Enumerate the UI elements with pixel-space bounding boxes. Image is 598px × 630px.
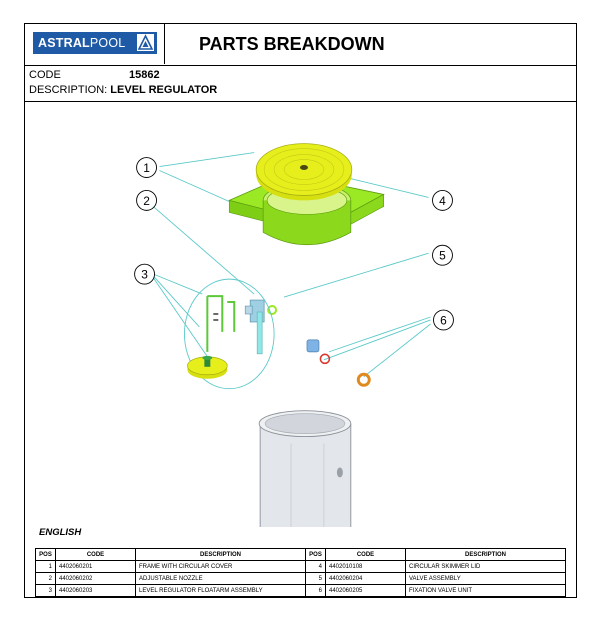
column-header: POS (35, 548, 56, 561)
callout-5: 5 (432, 244, 453, 266)
description-label: DESCRIPTION: (29, 84, 108, 96)
brand-name: ASTRALPOOL (33, 36, 125, 50)
callout-5-label: 5 (439, 249, 446, 263)
page-title: PARTS BREAKDOWN (199, 33, 385, 54)
callout-1-label: 1 (143, 161, 150, 175)
pos-cell: 3 (35, 584, 56, 597)
column-header: DESCRIPTION (135, 548, 306, 561)
skimmer-body-part (258, 410, 352, 527)
fixation-valve-part (306, 339, 371, 387)
callout-6: 6 (433, 309, 454, 331)
description-cell: FRAME WITH CIRCULAR COVER (135, 560, 306, 573)
language-label: ENGLISH (39, 527, 82, 538)
float-arm-part (206, 295, 236, 352)
description-value: LEVEL REGULATOR (110, 84, 218, 96)
callout-3: 3 (134, 263, 155, 285)
column-header: CODE (55, 548, 136, 561)
logo-cell: ASTRALPOOL (25, 24, 165, 64)
float-detail-circle (183, 278, 275, 390)
column-header: POS (305, 548, 326, 561)
code-cell: 4402060205 (325, 584, 406, 597)
column-header: DESCRIPTION (405, 548, 566, 561)
callout-3-label: 3 (141, 268, 148, 282)
callout-4: 4 (432, 190, 453, 211)
callout-4-label: 4 (439, 194, 446, 208)
column-header: CODE (325, 548, 406, 561)
code-cell: 4402060203 (55, 584, 136, 597)
description-cell: FIXATION VALVE UNIT (405, 584, 566, 597)
code-label: CODE (29, 69, 61, 81)
code-cell: 4402010108 (325, 560, 406, 573)
parts-table: POS CODE DESCRIPTION POS CODE DESCRIPTIO… (35, 548, 566, 597)
table-row: 3 4402060203 LEVEL REGULATOR FLOATARM AS… (35, 584, 566, 597)
callout-2-label: 2 (143, 194, 150, 208)
exploded-view-drawing: 1 2 3 4 5 6 (134, 143, 454, 527)
sheet-header: ASTRALPOOL PARTS BREAKDOWN (25, 24, 576, 66)
pos-cell: 4 (305, 560, 326, 573)
pos-cell: 6 (305, 584, 326, 597)
brand-name-thin: POOL (89, 36, 126, 50)
circular-lid-part (255, 143, 353, 201)
description-cell: LEVEL REGULATOR FLOATARM ASSEMBLY (135, 584, 306, 597)
callout-1: 1 (136, 157, 157, 178)
pos-cell: 5 (305, 572, 326, 585)
pos-cell: 1 (35, 560, 56, 573)
adjustable-nozzle-part (244, 299, 278, 355)
info-block: CODE 15862 DESCRIPTION: LEVEL REGULATOR (25, 66, 576, 102)
brand-name-bold: ASTRAL (38, 36, 90, 50)
description-cell: ADJUSTABLE NOZZLE (135, 572, 306, 585)
callout-6-label: 6 (440, 313, 447, 327)
table-row: 1 4402060201 FRAME WITH CIRCULAR COVER 4… (35, 560, 566, 573)
description-cell: VALVE ASSEMBLY (405, 572, 566, 585)
description-cell: CIRCULAR SKIMMER LID (405, 560, 566, 573)
code-cell: 4402060201 (55, 560, 136, 573)
description-line: DESCRIPTION: LEVEL REGULATOR (29, 84, 217, 96)
table-header-row: POS CODE DESCRIPTION POS CODE DESCRIPTIO… (35, 548, 566, 561)
brand-logo: ASTRALPOOL (33, 32, 157, 54)
code-value: 15862 (129, 69, 160, 81)
pos-cell: 2 (35, 572, 56, 585)
code-cell: 4402060204 (325, 572, 406, 585)
code-cell: 4402060202 (55, 572, 136, 585)
callout-2: 2 (136, 190, 157, 211)
parts-sheet: ASTRALPOOL PARTS BREAKDOWN CODE 15862 DE… (24, 23, 577, 598)
table-row: 2 4402060202 ADJUSTABLE NOZZLE 5 4402060… (35, 572, 566, 585)
brand-triangle-icon (137, 34, 154, 51)
